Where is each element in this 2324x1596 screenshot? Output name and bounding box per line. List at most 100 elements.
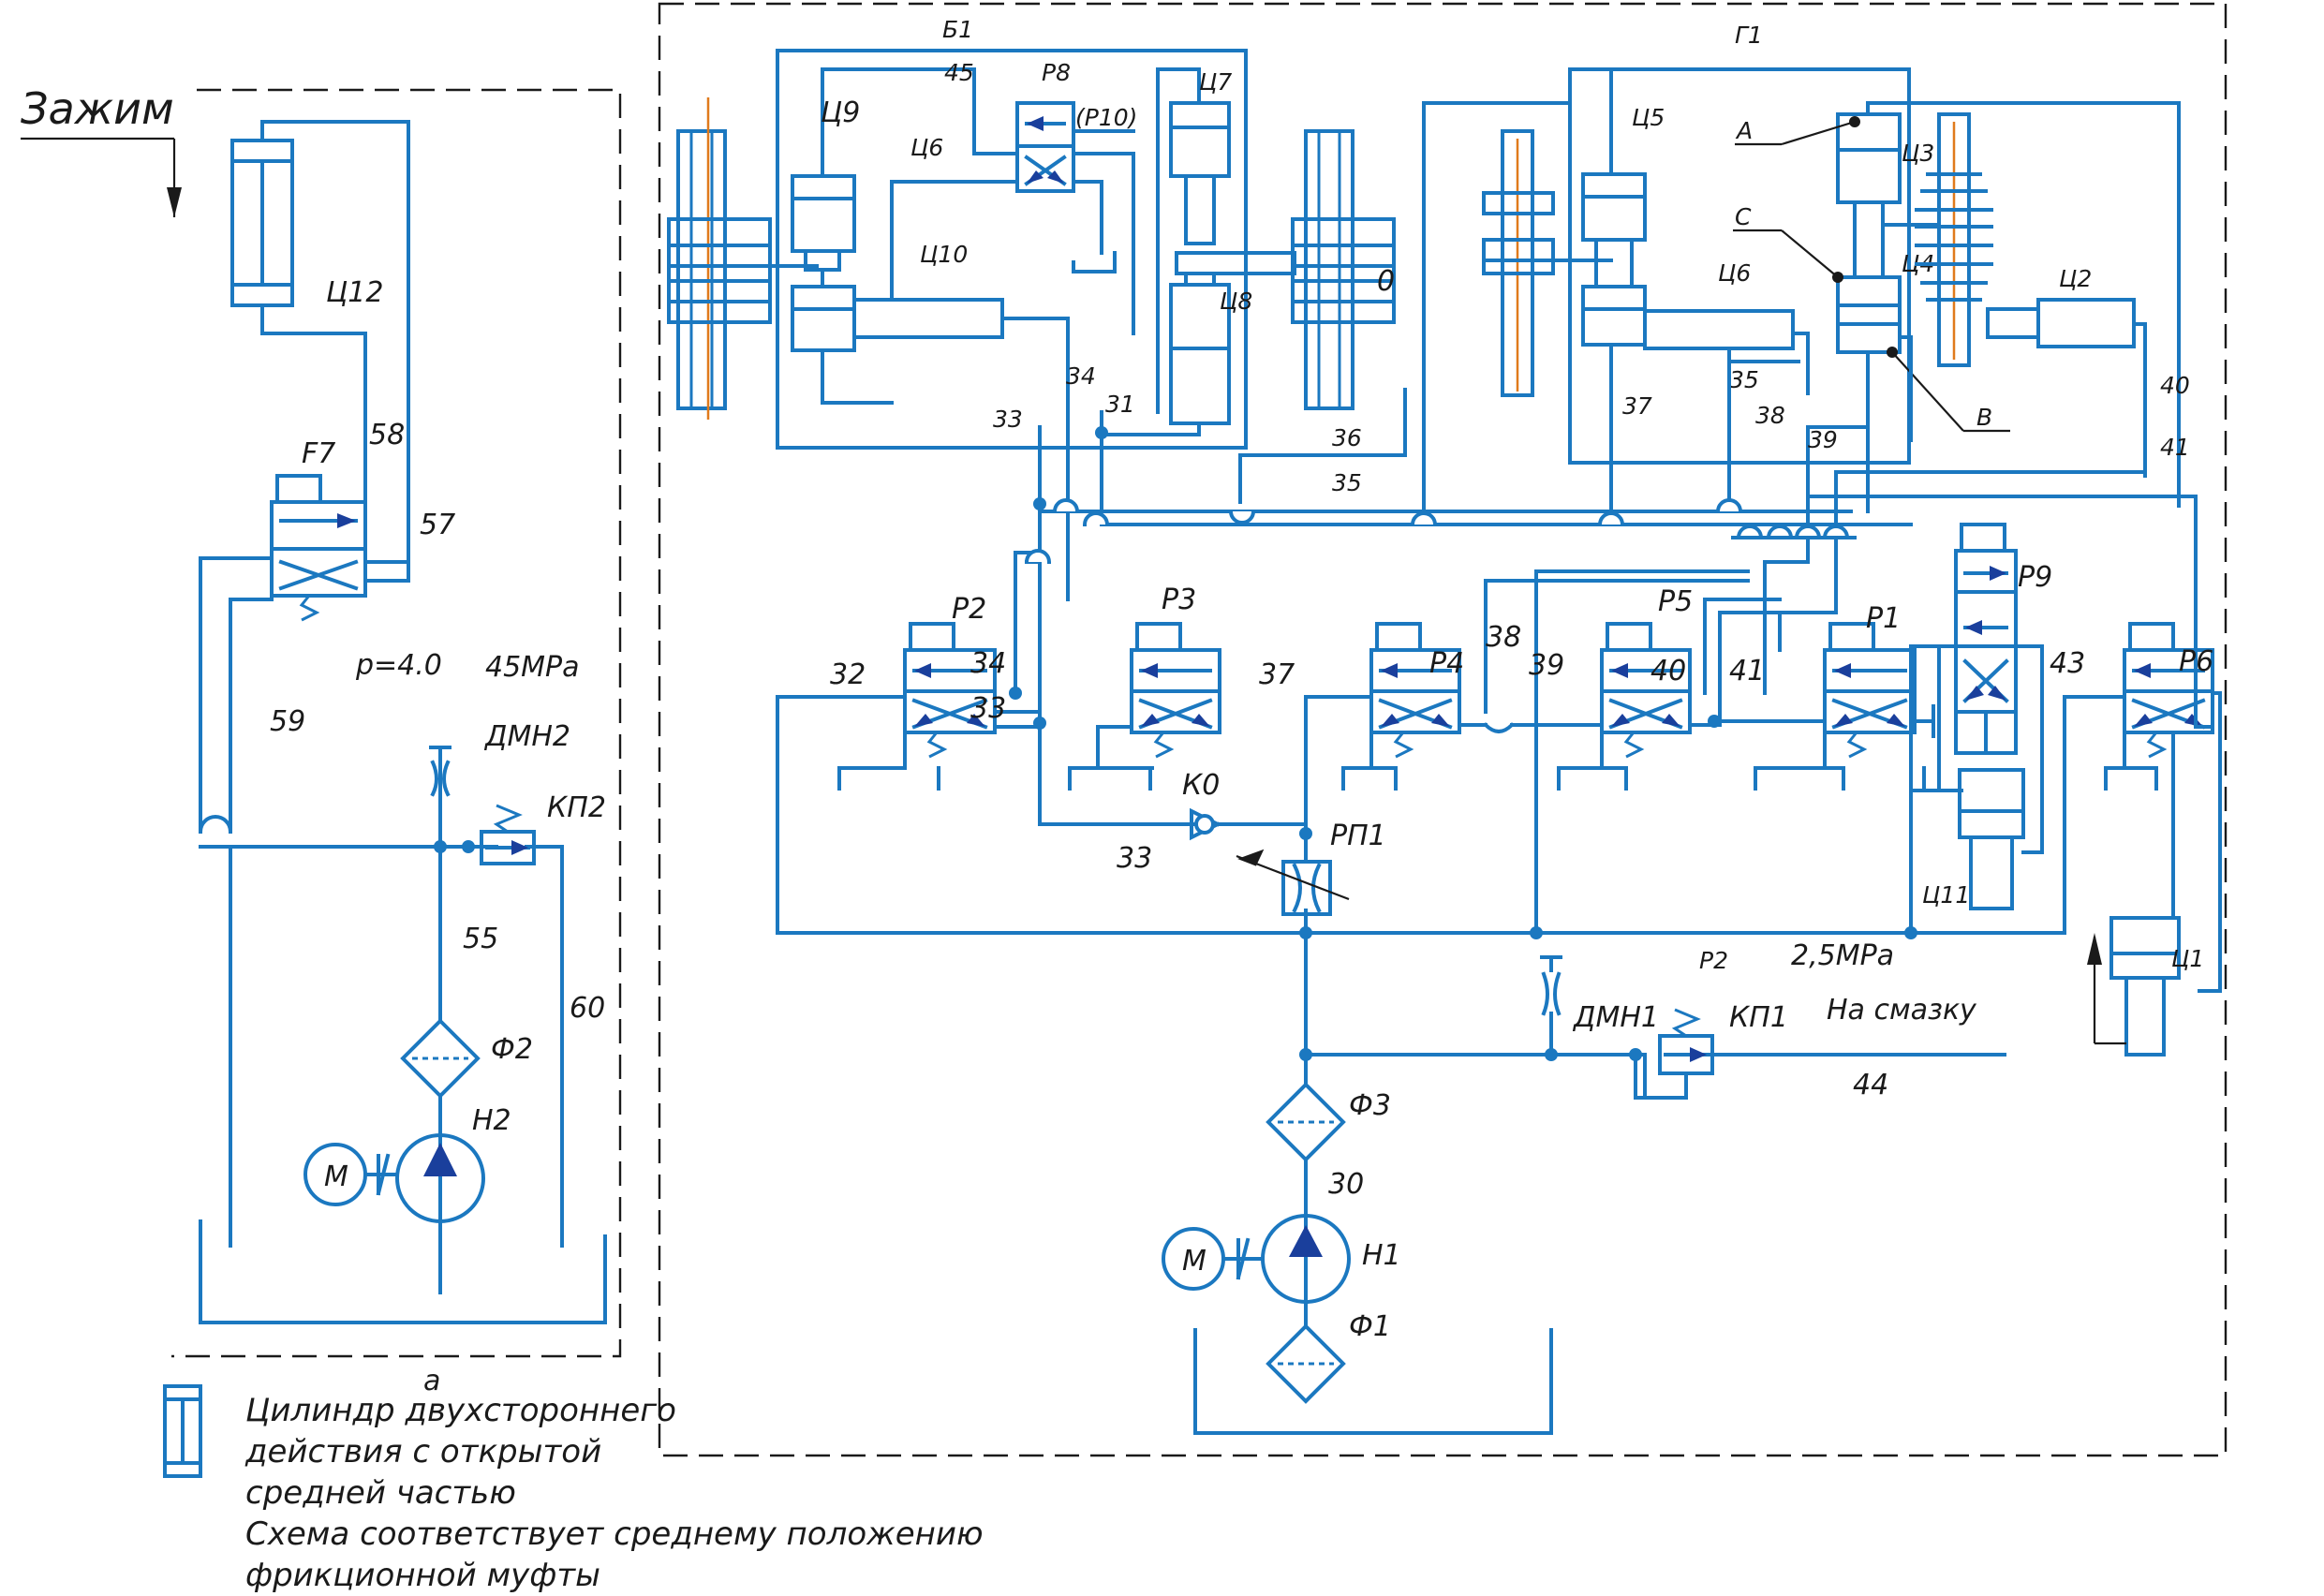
right-system-frame (658, 2, 2228, 1457)
pressure-gauge-dmn1: ДМН1 (1540, 955, 1659, 1057)
pump-h1: Н1 (1261, 1214, 1401, 1304)
valve-p5: Р5 (1534, 585, 1782, 935)
c6b-label: Ц6 (1718, 259, 1751, 287)
f3-label: Ф3 (1349, 1089, 1391, 1122)
marker-zero: 0 (1377, 265, 1395, 298)
junction (1299, 1048, 1312, 1061)
filter-f2: Ф2 (400, 1018, 533, 1099)
line-44-label: 44 (1853, 1069, 1888, 1101)
h2-label: Н2 (472, 1104, 511, 1137)
f1-label: Ф1 (1349, 1310, 1391, 1343)
line-43-label: 43 (2050, 647, 2085, 680)
c8-label: Ц8 (1220, 288, 1252, 315)
junction (1009, 687, 1022, 700)
line-37a-label: 37 (1622, 392, 1652, 420)
line-58-label: 58 (369, 419, 405, 451)
line-33a-label: 33 (993, 406, 1023, 433)
c3-label: Ц3 (1902, 140, 1934, 167)
pressure-left-2: 45MPa (485, 651, 580, 684)
valve-p1: Р1 (1718, 602, 1935, 791)
cylinder-c7: Ц7 (1156, 67, 1232, 414)
filter-f1: Ф1 (1266, 1310, 1391, 1404)
block-g1-frame: Г1 (1568, 22, 1911, 465)
f7-label: F7 (302, 437, 335, 470)
pressure-main: 2,5MPa (1791, 939, 1894, 972)
line-59-label: 59 (270, 705, 305, 738)
legend-line-5: фрикционной муфты (245, 1557, 600, 1594)
line-33c-label: 33 (1117, 842, 1152, 875)
junction (1530, 926, 1543, 939)
p2b-label: Р2 (1699, 947, 1728, 974)
line-35a-label: 35 (1332, 469, 1362, 496)
tank-main (1193, 1328, 1553, 1435)
relief-valve-kp2: КП2 (480, 791, 606, 865)
distribution-lines (1014, 101, 2198, 826)
title-zazhim: Зажим (21, 83, 182, 217)
valve-p4: Р4 (1304, 569, 1750, 835)
motor-m1: М (1162, 1227, 1265, 1291)
valve-f7: F7 (270, 437, 410, 622)
legend-line-1: Цилиндр двухстороннего (245, 1392, 676, 1429)
pressure-left: p=4.0 (355, 649, 442, 682)
line-33b-label: 33 (970, 692, 1006, 725)
line-38b-label: 38 (1486, 621, 1521, 654)
line-40a-label: 40 (2160, 372, 2190, 399)
legend-line-4: Схема соответствует среднему положению (245, 1515, 984, 1553)
m2-label: М (324, 1160, 348, 1193)
left-hydraulic-lines (198, 556, 607, 1324)
cylinder-c1: Ц1 (2087, 916, 2204, 1057)
valve-p3: Р3 (1068, 584, 1221, 791)
cylinder-c9: Ц9 (791, 67, 1019, 288)
cylinder-c11: Ц11 (1909, 768, 2025, 910)
line-40b-label: 40 (1650, 655, 1686, 687)
p1-label: Р1 (1866, 602, 1901, 635)
marker-c: C (1735, 203, 1752, 230)
dmn1-label: ДМН1 (1572, 1001, 1659, 1034)
line-60-label: 60 (570, 992, 605, 1025)
c1-label: Ц1 (2171, 945, 2204, 972)
k0-label: К0 (1182, 769, 1220, 802)
b1-label: Б1 (942, 16, 973, 43)
c11-label: Ц11 (1922, 881, 1970, 909)
block-b1-frame: Б1 (776, 16, 1248, 450)
p2-label: Р2 (952, 593, 986, 626)
f2-label: Ф2 (491, 1033, 533, 1066)
junction (1095, 426, 1108, 439)
line-38a-label: 38 (1755, 402, 1785, 429)
marker-b: B (1976, 404, 1992, 431)
cylinder-c10: Ц6 Ц10 (791, 134, 1070, 601)
line-57-label: 57 (420, 509, 455, 541)
line-37b-label: 37 (1259, 658, 1295, 691)
shaft-left (667, 97, 819, 420)
m1-label: М (1182, 1245, 1206, 1278)
c5-label: Ц5 (1632, 104, 1665, 131)
throttle-rp1: РП1 (1236, 820, 1386, 916)
legend-cylinder-icon (163, 1384, 202, 1478)
c2-label: Ц2 (2059, 265, 2092, 292)
line-41b-label: 41 (1729, 655, 1765, 687)
c10-label: Ц10 (920, 241, 968, 268)
dmn2-label: ДМН2 (483, 720, 570, 753)
rp1-label: РП1 (1330, 820, 1386, 852)
c7-label: Ц7 (1199, 68, 1232, 96)
kp1-label: КП1 (1729, 1001, 1788, 1034)
junction (1299, 926, 1312, 939)
pressure-gauge-dmn2: ДМН2 (429, 720, 570, 797)
line-32-label: 32 (830, 658, 866, 691)
line-39a-label: 39 (1808, 426, 1838, 453)
legend-line-2: действия с открытой (245, 1433, 602, 1470)
p9-label: Р9 (2018, 561, 2052, 594)
filter-f3: Ф3 (1266, 1082, 1391, 1162)
c9-label: Ц9 (821, 96, 860, 129)
valve-p2: Р2 (776, 593, 1042, 935)
line-36-label: 36 (1332, 424, 1362, 451)
junction (462, 840, 475, 853)
cylinder-c5: Ц5 Ц6 (1581, 67, 1810, 513)
line-39b-label: 39 (1529, 649, 1564, 682)
p5-label: Р5 (1658, 585, 1693, 618)
title-label: Зажим (21, 83, 174, 134)
junction (434, 840, 447, 853)
p3-label: Р3 (1162, 584, 1196, 616)
p10-label: (Р10) (1075, 104, 1137, 131)
